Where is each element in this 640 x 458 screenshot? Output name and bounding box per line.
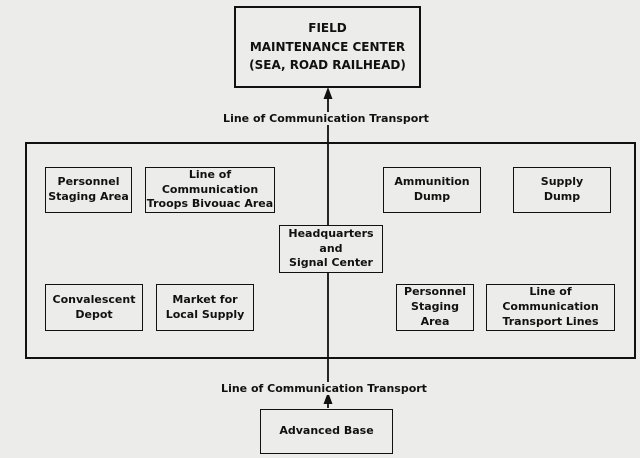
rear-area-boundary [25, 142, 636, 359]
convalescent-depot-box: Convalescent Depot [45, 284, 143, 331]
advanced-base-box: Advanced Base [260, 409, 393, 454]
arrow-to-field-center [323, 87, 333, 99]
supply-dump-box: Supply Dump [513, 167, 611, 213]
market-local-supply-box: Market for Local Supply [156, 284, 254, 331]
bottom-transport-label: Line of Communication Transport [219, 382, 429, 395]
personnel-staging-area-box-2: Personnel Staging Area [396, 284, 474, 331]
loc-troops-bivouac-box: Line of Communication Troops Bivouac Are… [145, 167, 275, 213]
ammunition-dump-box: Ammunition Dump [383, 167, 481, 213]
personnel-staging-area-box-1: Personnel Staging Area [45, 167, 132, 213]
hq-signal-center-box: Headquarters and Signal Center [279, 225, 383, 273]
loc-transport-lines-box: Line of Communication Transport Lines [486, 284, 615, 331]
field-maintenance-center-box: FIELD MAINTENANCE CENTER (SEA, ROAD RAIL… [234, 6, 421, 88]
top-transport-label: Line of Communication Transport [221, 112, 431, 125]
